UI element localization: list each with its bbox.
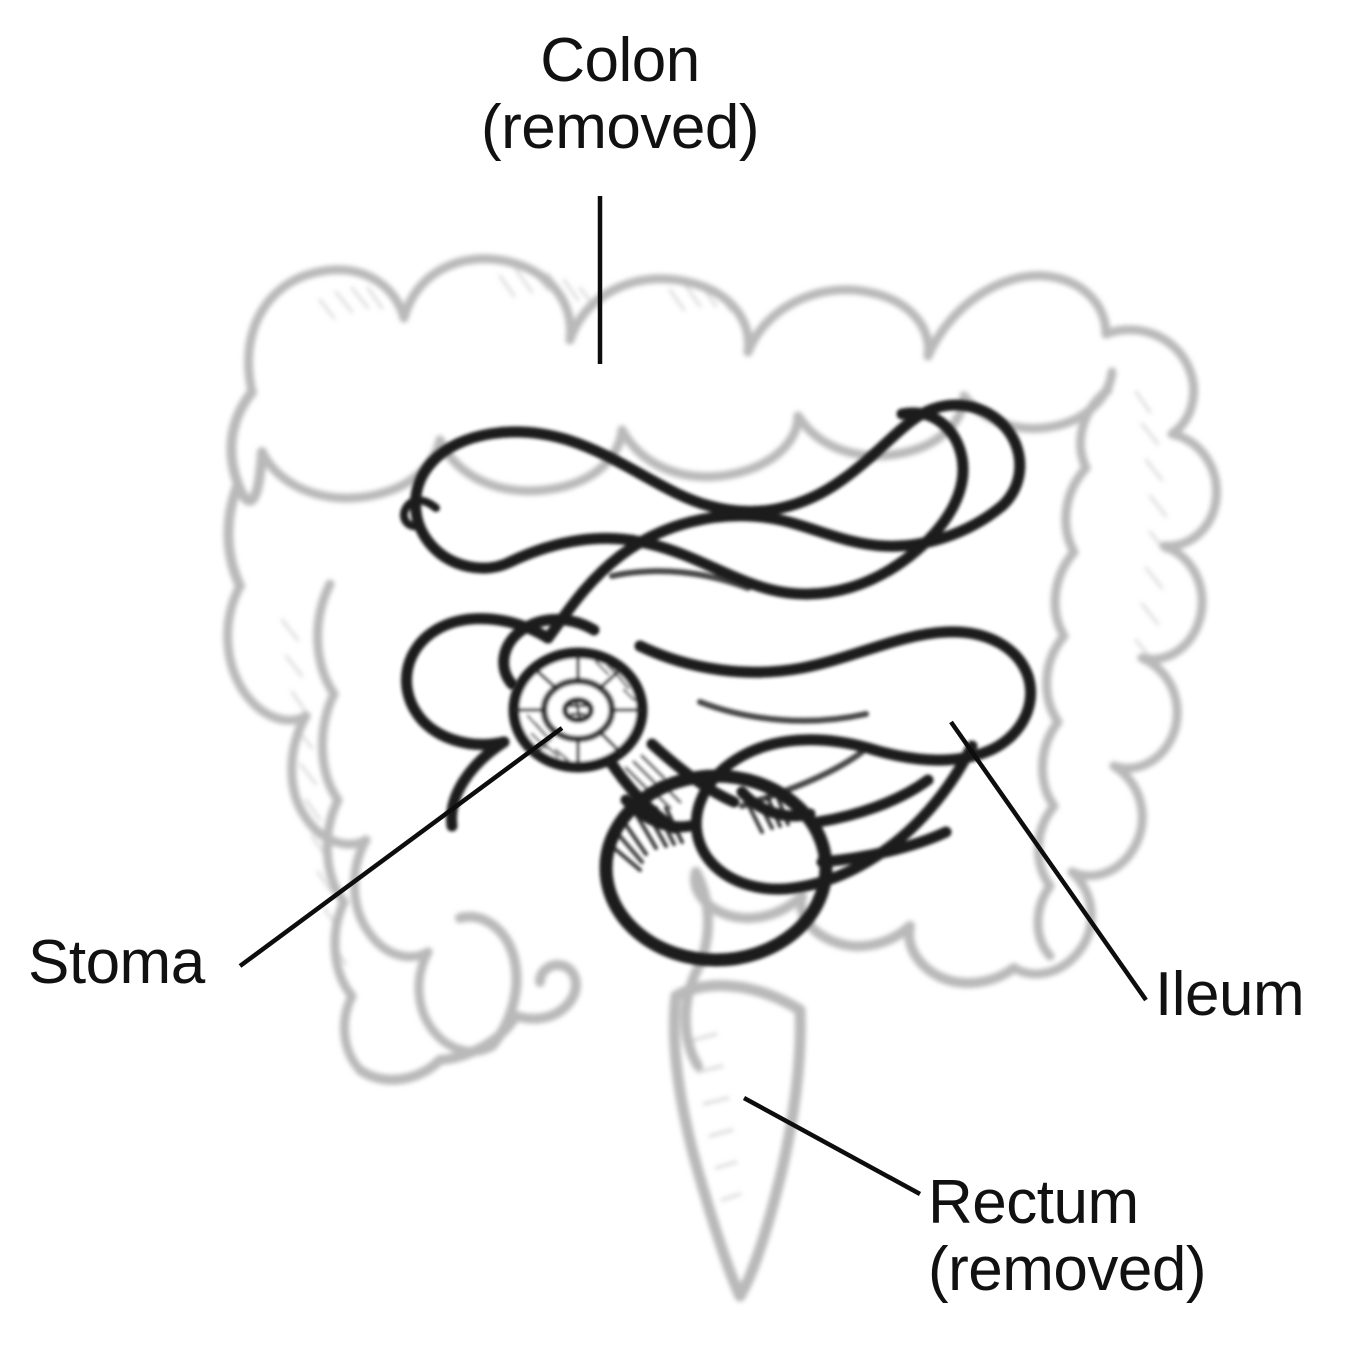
sigmoid-colon-right bbox=[680, 867, 1019, 1071]
stoma-conduit-shading bbox=[624, 754, 682, 810]
splenic-flexure bbox=[223, 387, 267, 591]
colon-label-line-1: Colon bbox=[540, 26, 700, 95]
ileum-label: Ileum bbox=[1155, 960, 1350, 1029]
colon-removed-group bbox=[223, 254, 1221, 1302]
stoma-conduit bbox=[602, 738, 740, 834]
small-intestine-group bbox=[399, 399, 1037, 967]
rectum-removed bbox=[668, 980, 806, 1302]
leader-line-ileum bbox=[949, 720, 1148, 1002]
rectum-label-line-2: (removed) bbox=[928, 1234, 1207, 1304]
descending-colon bbox=[223, 579, 497, 1075]
leader-lines bbox=[238, 196, 1148, 1196]
ileum-label-line-1: Ileum bbox=[1155, 960, 1305, 1029]
rectum-label-line-1: Rectum bbox=[928, 1168, 1139, 1237]
stoma-label-line-1: Stoma bbox=[28, 928, 205, 997]
ileal-loop-right-1 bbox=[634, 626, 1037, 766]
ileal-pouch-loop bbox=[599, 769, 833, 967]
leader-line-rectum bbox=[742, 1096, 922, 1196]
stoma-label: Stoma bbox=[28, 928, 328, 997]
terminal-ileum-to-stoma bbox=[400, 613, 600, 832]
rectum-hatching bbox=[692, 1032, 742, 1202]
rectum-label: Rectum (removed) bbox=[928, 1168, 1348, 1304]
colon-hatching bbox=[280, 268, 1168, 1002]
bowel-cut-end-left bbox=[399, 496, 440, 531]
transverse-colon bbox=[244, 254, 1117, 503]
colon-label: Colon (removed) bbox=[455, 26, 785, 162]
ileal-loop-mid-1 bbox=[896, 399, 1026, 562]
jejunal-loop-upper bbox=[410, 408, 928, 600]
leader-line-stoma bbox=[238, 726, 564, 968]
ileal-inner-lines bbox=[609, 568, 869, 809]
ileal-loop-mid-2 bbox=[542, 500, 1008, 644]
colon-label-line-2: (removed) bbox=[480, 92, 760, 162]
sigmoid-colon-left bbox=[355, 911, 581, 1085]
